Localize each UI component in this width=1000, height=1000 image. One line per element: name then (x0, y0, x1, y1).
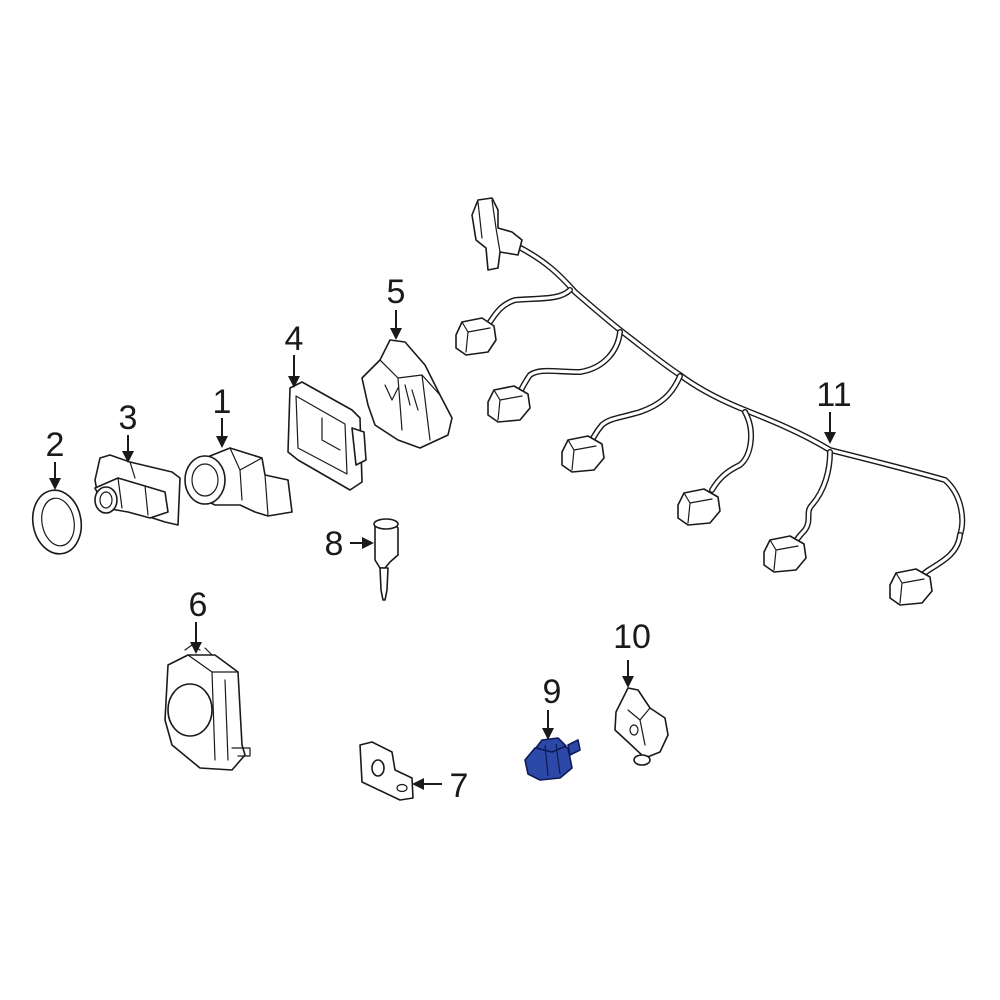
part-11-wiring-harness[interactable] (455, 197, 966, 606)
part-6-radar-sensor[interactable] (164, 644, 251, 771)
callout-3: 3 (119, 399, 138, 437)
part-4-control-module[interactable] (287, 381, 367, 491)
part-1-park-sensor[interactable] (184, 447, 293, 517)
part-2-seal-ring[interactable] (28, 486, 86, 557)
callout-7: 7 (450, 767, 469, 805)
part-7-bracket-clip[interactable] (359, 741, 414, 801)
part-5-sensor-housing[interactable] (361, 339, 453, 449)
callout-11: 11 (816, 376, 851, 414)
callout-4: 4 (285, 320, 304, 358)
callout-6: 6 (189, 586, 208, 624)
callout-5: 5 (387, 273, 406, 311)
part-3-sensor-bracket[interactable] (94, 454, 181, 526)
part-9-connector-highlighted[interactable] (524, 737, 581, 781)
callout-8: 8 (325, 525, 344, 563)
callout-1: 1 (213, 383, 232, 421)
callout-10: 10 (613, 618, 651, 656)
callout-leaders (49, 310, 836, 790)
part-8-temperature-sensor[interactable] (373, 518, 399, 601)
callout-9: 9 (543, 673, 562, 711)
part-10-mounting-bracket[interactable] (614, 687, 669, 766)
callout-2: 2 (46, 426, 65, 464)
